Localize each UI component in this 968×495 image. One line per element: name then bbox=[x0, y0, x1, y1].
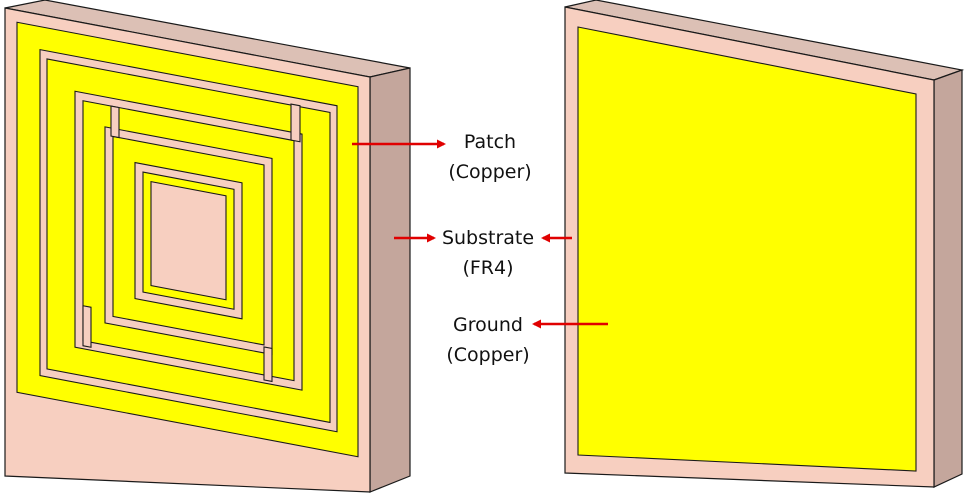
patch-split-2 bbox=[82, 305, 92, 348]
patch-split-3 bbox=[263, 346, 273, 383]
ground-label-line2: (Copper) bbox=[446, 344, 530, 366]
ground-label-line1: Ground bbox=[453, 314, 523, 336]
patch-split-1 bbox=[290, 103, 301, 143]
ground-board-right-side bbox=[933, 69, 963, 488]
substrate-label: Substrate (FR4) bbox=[433, 223, 543, 283]
substrate-label-line2: (FR4) bbox=[462, 257, 514, 279]
patch-split-4 bbox=[110, 105, 120, 139]
ground-label: Ground (Copper) bbox=[438, 310, 538, 370]
patch-label-line2: (Copper) bbox=[448, 161, 532, 183]
ground-copper bbox=[577, 26, 917, 472]
patch-label-line1: Patch bbox=[463, 131, 517, 153]
substrate-label-line1: Substrate bbox=[441, 227, 535, 249]
patch-label: Patch (Copper) bbox=[440, 127, 540, 187]
patch-copper bbox=[16, 21, 359, 458]
ground-board bbox=[564, 0, 965, 488]
patch-center-slot bbox=[150, 180, 227, 301]
patch-board-right-side bbox=[369, 67, 411, 493]
patch-board bbox=[4, 0, 411, 493]
